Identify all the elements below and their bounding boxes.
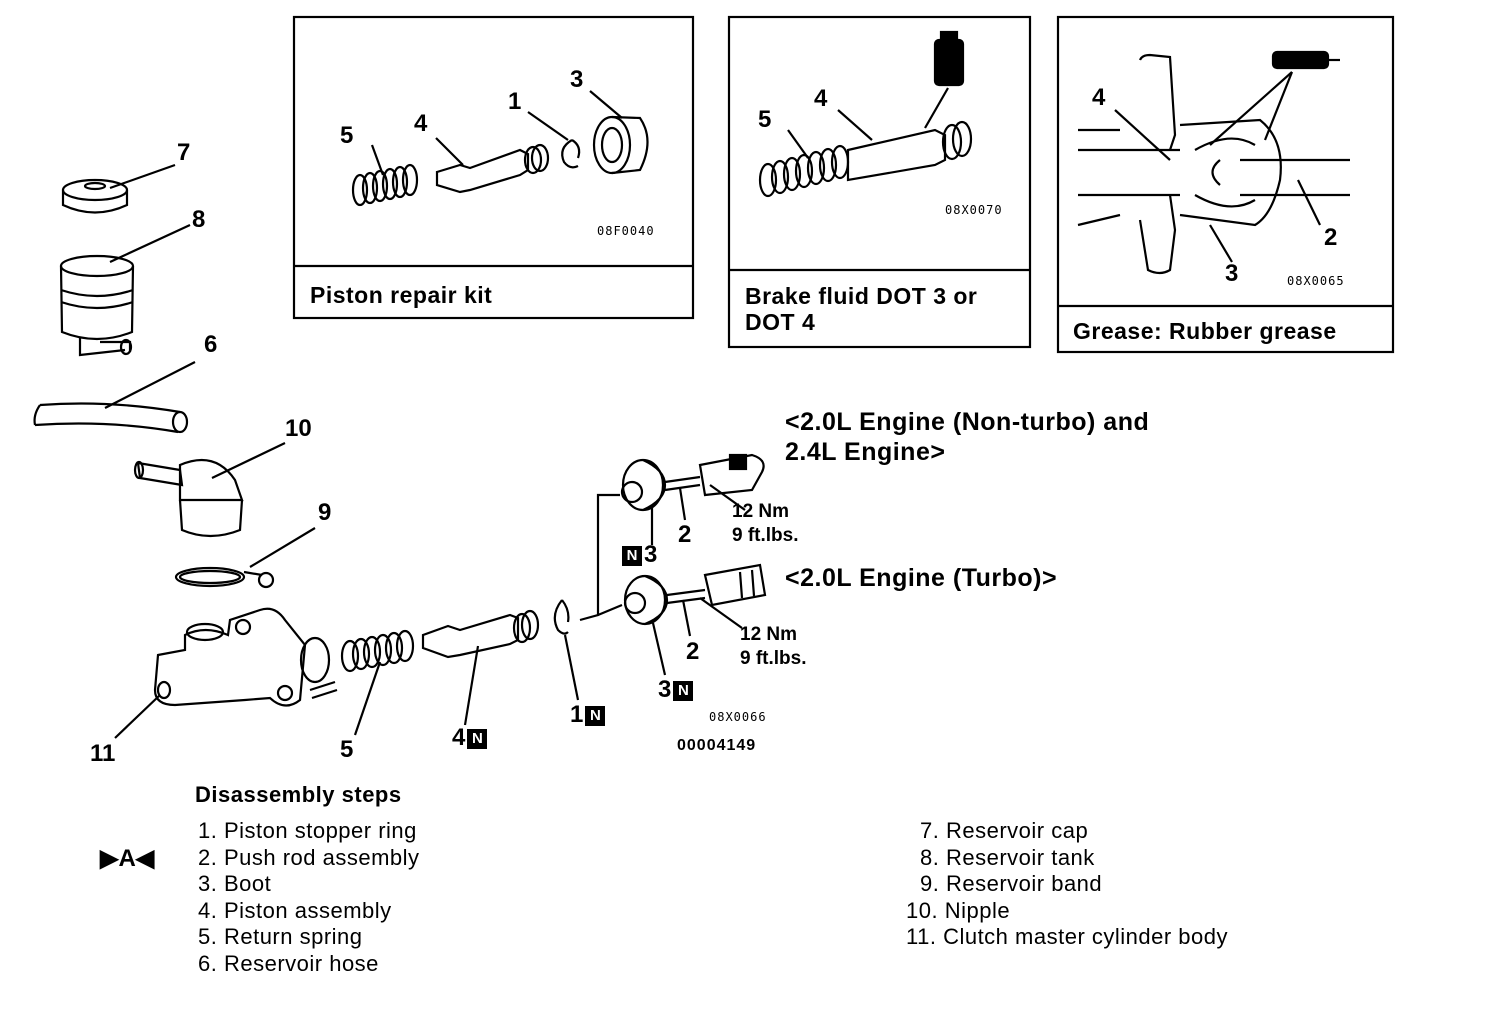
n-badge: N <box>673 680 694 701</box>
main-return-spring <box>340 629 415 673</box>
torque-lower-nm: 12 Nm <box>740 624 798 645</box>
fluid-callout-5: 5 <box>758 106 772 133</box>
callout-4: 4 <box>452 724 466 751</box>
callout-5: 5 <box>340 736 354 763</box>
upper-push-rod-art <box>620 453 765 512</box>
callout-1: 1 <box>570 701 584 728</box>
fluid-piston <box>846 120 973 182</box>
list-item: 8. Reservoir tank <box>920 844 1095 870</box>
fluid-callout-4: 4 <box>814 85 828 112</box>
piston-kit-panel-frame <box>292 15 695 320</box>
kit-boot <box>592 115 649 175</box>
callout-7: 7 <box>177 139 191 166</box>
disassembly-right-list: 7. Reservoir cap 8. Reservoir tank 9. Re… <box>906 818 1228 951</box>
kit-caption: Piston repair kit <box>310 282 493 308</box>
kit-callout-5: 5 <box>340 122 354 149</box>
grease-callout-2: 2 <box>1324 224 1338 251</box>
fluid-spring <box>758 144 850 198</box>
service-point-marker: ▶A◀ <box>100 845 155 872</box>
list-item: 3. Boot <box>198 871 272 896</box>
list-item: 2. Push rod assembly <box>198 844 420 870</box>
engine-turbo: <2.0L Engine (Turbo)> <box>785 564 1058 592</box>
kit-piston <box>435 143 550 194</box>
n-badge: N <box>467 728 488 749</box>
main-stopper-ring <box>553 599 570 635</box>
engine-nonturbo-line2: 2.4L Engine> <box>785 438 946 466</box>
list-item: 1. Piston stopper ring <box>198 818 417 843</box>
lower-push-rod-art <box>623 563 767 626</box>
figure-id: 00004149 <box>677 737 757 754</box>
fluid-figure-code: 08X0070 <box>945 203 1003 217</box>
kit-stopper-ring <box>561 139 581 169</box>
grease-figure-code: 08X0065 <box>1287 274 1345 288</box>
list-item: 7. Reservoir cap <box>920 818 1089 843</box>
disassembly-left-list: 1. Piston stopper ring 2. Push rod assem… <box>198 818 420 977</box>
list-item: 11. Clutch master cylinder body <box>906 924 1229 949</box>
brake-fluid-panel-frame <box>727 15 1032 349</box>
disassembly-title: Disassembly steps <box>195 782 402 807</box>
kit-figure-code: 08F0040 <box>597 224 655 238</box>
torque-upper-ftlbs: 9 ft.lbs. <box>732 525 799 546</box>
callout-10: 10 <box>285 415 312 442</box>
list-item: 6. Reservoir hose <box>198 950 379 976</box>
reservoir-cap-art <box>61 178 129 214</box>
callout-3-upper: 3 <box>644 541 658 568</box>
kit-callout-3: 3 <box>570 66 584 93</box>
callout-2-lower: 2 <box>686 638 700 665</box>
list-item: 4. Piston assembly <box>198 897 392 923</box>
n-badge: N <box>585 705 606 726</box>
main-figure-code: 08X0066 <box>709 710 767 724</box>
list-item: 10. Nipple <box>906 897 1011 923</box>
kit-callout-1: 1 <box>508 88 522 115</box>
callout-11: 11 <box>90 740 116 767</box>
grease-caption: Grease: Rubber grease <box>1073 318 1337 344</box>
main-piston <box>421 609 540 659</box>
fluid-caption-line1: Brake fluid DOT 3 or <box>745 283 978 309</box>
grease-cross-section <box>1077 50 1350 275</box>
callout-6: 6 <box>204 331 218 358</box>
torque-lower-ftlbs: 9 ft.lbs. <box>740 648 807 669</box>
callout-9: 9 <box>318 499 332 526</box>
fluid-caption-line2: DOT 4 <box>745 309 816 335</box>
grease-callout-4: 4 <box>1092 84 1106 111</box>
reservoir-tank-art <box>59 254 135 357</box>
torque-upper-nm: 12 Nm <box>732 501 790 522</box>
torque-upper: 12 Nm 9 ft.lbs. <box>732 500 799 548</box>
nipple-art <box>133 458 244 538</box>
callout-3-lower: 3 <box>658 676 672 703</box>
callout-8: 8 <box>192 206 206 233</box>
grease-panel-frame <box>1056 15 1395 354</box>
grease-callout-3: 3 <box>1225 260 1239 287</box>
reservoir-band-art <box>174 566 275 589</box>
torque-lower: 12 Nm 9 ft.lbs. <box>740 623 807 671</box>
reservoir-hose-art <box>33 402 189 434</box>
kit-return-spring <box>351 163 419 207</box>
fluid-bottle <box>933 30 965 87</box>
kit-callout-4: 4 <box>414 110 428 137</box>
list-item: 9. Reservoir band <box>920 871 1103 896</box>
n-badge: N <box>622 545 642 566</box>
engine-nonturbo-line1: <2.0L Engine (Non-turbo) and <box>785 408 1150 436</box>
callout-2-upper: 2 <box>678 521 692 548</box>
cylinder-body-art <box>153 607 338 707</box>
list-item: 5. Return spring <box>198 924 363 949</box>
